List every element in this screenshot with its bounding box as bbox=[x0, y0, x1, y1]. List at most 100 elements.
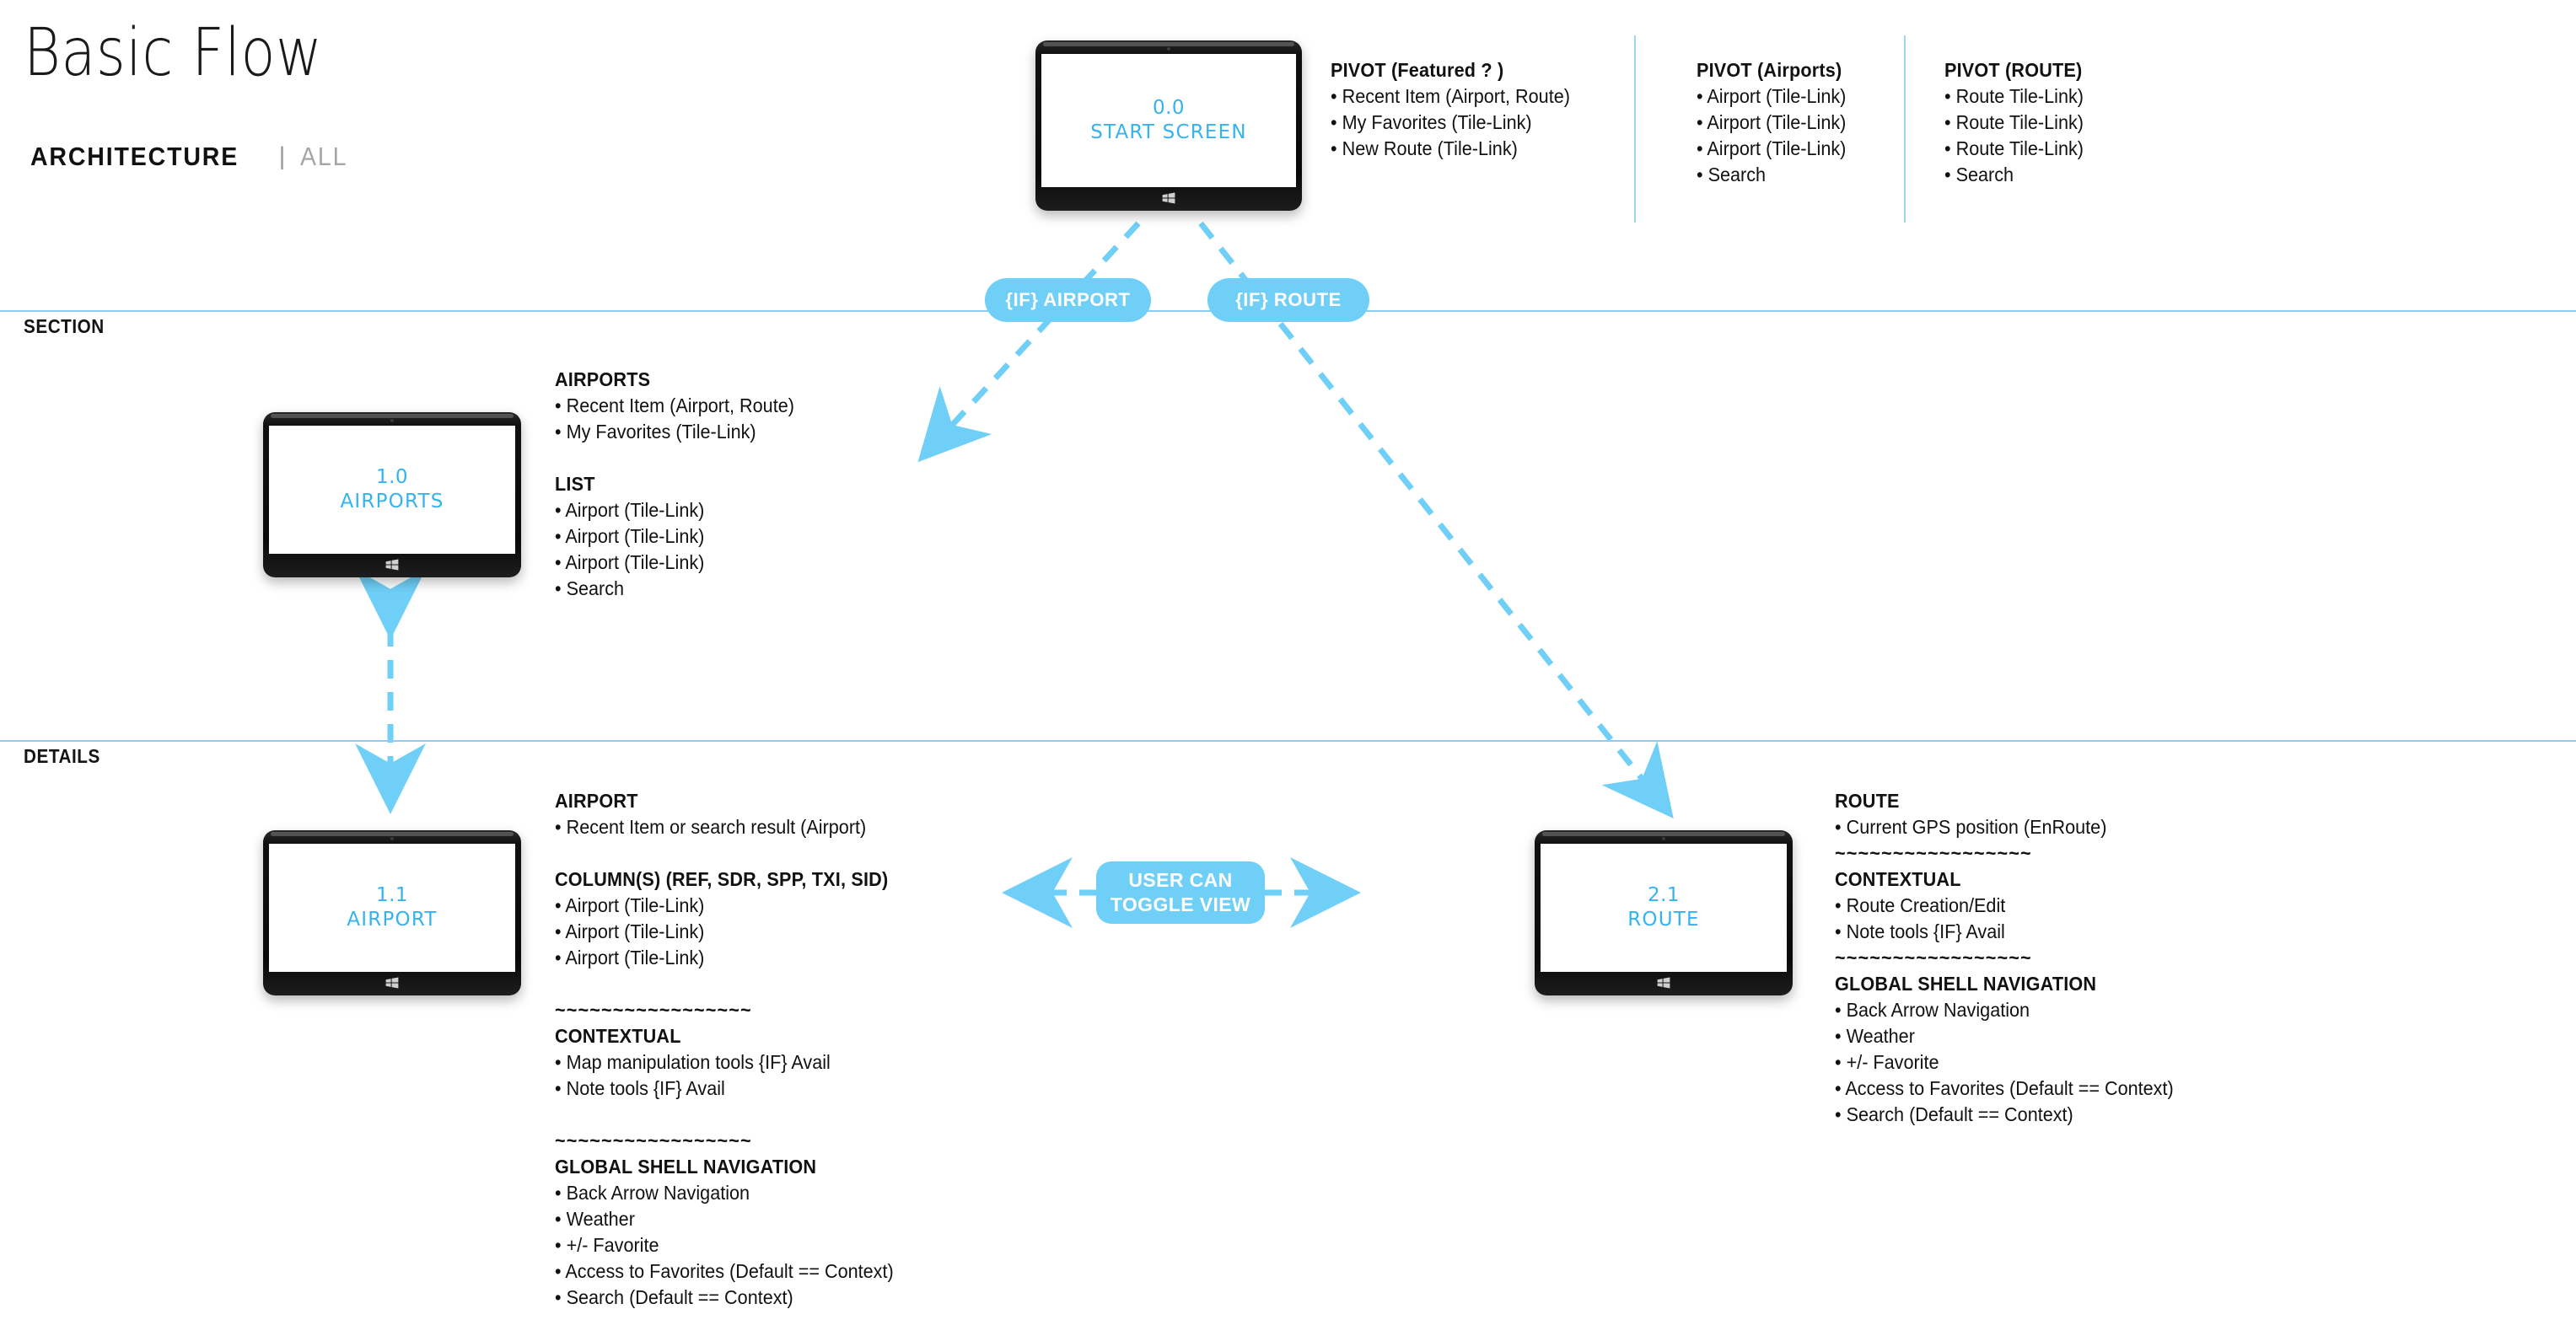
device-glare bbox=[1542, 832, 1785, 836]
airports-item: • My Favorites (Tile-Link) bbox=[555, 421, 756, 443]
airport-global-nav-item: • +/- Favorite bbox=[555, 1234, 659, 1256]
pivot-airports-item: • Search bbox=[1697, 164, 1767, 185]
windows-button-icon[interactable] bbox=[1161, 191, 1176, 205]
subtitle-all: ALL bbox=[300, 142, 348, 171]
pivot-airports-block: PIVOT (Airports) • Airport (Tile-Link) •… bbox=[1697, 57, 1856, 188]
screen-number: 0.0 bbox=[1152, 97, 1186, 120]
section-band-label: SECTION bbox=[24, 315, 105, 337]
pivot-route-heading: PIVOT (ROUTE) bbox=[1944, 59, 2083, 81]
device-glare bbox=[1043, 42, 1294, 46]
device-screen-route: 2.1 ROUTE bbox=[1540, 844, 1788, 972]
pivot-route-block: PIVOT (ROUTE) • Route Tile-Link) • Route… bbox=[1944, 57, 2093, 188]
spacer bbox=[555, 445, 809, 471]
route-contextual-item: • Note tools {IF} Avail bbox=[1835, 920, 2005, 942]
screen-name: AIRPORT bbox=[347, 909, 438, 931]
airport-global-nav-item: • Search (Default == Context) bbox=[555, 1286, 793, 1308]
camera-icon bbox=[1167, 47, 1170, 51]
screen-name: ROUTE bbox=[1627, 909, 1700, 931]
camera-icon bbox=[1662, 837, 1665, 840]
airports-list-item: • Airport (Tile-Link) bbox=[555, 499, 705, 521]
airports-list-item: • Search bbox=[555, 577, 625, 599]
airports-list-item: • Airport (Tile-Link) bbox=[555, 551, 705, 573]
route-global-nav-item: • Back Arrow Navigation bbox=[1835, 999, 2030, 1021]
windows-button-icon[interactable] bbox=[385, 558, 400, 571]
airport-contextual-item: • Note tools {IF} Avail bbox=[555, 1077, 725, 1099]
device-glare bbox=[271, 832, 514, 836]
camera-icon bbox=[390, 419, 394, 422]
camera-icon bbox=[390, 837, 394, 840]
pivot-featured-item: • New Route (Tile-Link) bbox=[1331, 137, 1518, 159]
page-title: Basic Flow bbox=[24, 15, 323, 91]
screen-name: AIRPORTS bbox=[340, 491, 444, 512]
device-glare bbox=[271, 414, 514, 418]
screen-number: 1.0 bbox=[375, 466, 409, 489]
airports-list-heading: LIST bbox=[555, 473, 595, 495]
route-heading: ROUTE bbox=[1835, 790, 1900, 812]
airports-item: • Recent Item (Airport, Route) bbox=[555, 394, 794, 416]
pill-if-airport[interactable]: {IF} AIRPORT bbox=[985, 278, 1151, 322]
pivot-featured-item: • Recent Item (Airport, Route) bbox=[1331, 85, 1570, 107]
airport-contextual-heading: CONTEXTUAL bbox=[555, 1025, 681, 1047]
device-screen-airport: 1.1 AIRPORT bbox=[268, 844, 516, 972]
details-band-label: DETAILS bbox=[24, 745, 100, 767]
route-detail-block: ROUTE • Current GPS position (EnRoute) ~… bbox=[1835, 788, 2195, 1128]
airport-item: • Recent Item or search result (Airport) bbox=[555, 816, 867, 838]
pill-if-route[interactable]: {IF} ROUTE bbox=[1207, 278, 1369, 322]
pivot-airports-item: • Airport (Tile-Link) bbox=[1697, 111, 1847, 133]
route-contextual-item: • Route Creation/Edit bbox=[1835, 894, 2006, 916]
airport-separator-1: ~~~~~~~~~~~~~~~~~ bbox=[555, 999, 752, 1021]
windows-button-icon[interactable] bbox=[1656, 976, 1671, 990]
device-start-screen[interactable]: 0.0 START SCREEN bbox=[1035, 40, 1302, 211]
route-contextual-heading: CONTEXTUAL bbox=[1835, 868, 1961, 890]
pivot-route-item: • Route Tile-Link) bbox=[1944, 111, 2084, 133]
pivot-airports-heading: PIVOT (Airports) bbox=[1697, 59, 1842, 81]
screen-number: 2.1 bbox=[1647, 884, 1681, 907]
subtitle-separator: | bbox=[278, 142, 286, 170]
airport-column-item: • Airport (Tile-Link) bbox=[555, 947, 705, 968]
device-airport[interactable]: 1.1 AIRPORT bbox=[263, 830, 521, 995]
airport-global-nav-item: • Weather bbox=[555, 1208, 635, 1230]
route-separator-2: ~~~~~~~~~~~~~~~~~ bbox=[1835, 947, 2032, 968]
airports-detail-block: AIRPORTS • Recent Item (Airport, Route) … bbox=[555, 367, 809, 602]
airport-column-item: • Airport (Tile-Link) bbox=[555, 894, 705, 916]
screen-number: 1.1 bbox=[375, 884, 409, 907]
route-global-nav-item: • Access to Favorites (Default == Contex… bbox=[1835, 1077, 2174, 1099]
spacer bbox=[555, 971, 915, 997]
pivot-featured-heading: PIVOT (Featured ? ) bbox=[1331, 59, 1504, 81]
pivot-separator-2 bbox=[1904, 35, 1906, 223]
pivot-airports-item: • Airport (Tile-Link) bbox=[1697, 85, 1847, 107]
toggle-label-line1: USER CAN bbox=[1128, 869, 1233, 891]
pivot-route-item: • Route Tile-Link) bbox=[1944, 85, 2084, 107]
airport-global-nav-item: • Back Arrow Navigation bbox=[555, 1182, 750, 1204]
device-screen-start: 0.0 START SCREEN bbox=[1041, 54, 1297, 187]
subtitle-row: ARCHITECTURE | ALL bbox=[30, 142, 352, 172]
pivot-featured-item: • My Favorites (Tile-Link) bbox=[1331, 111, 1532, 133]
details-divider bbox=[0, 740, 2576, 742]
device-route[interactable]: 2.1 ROUTE bbox=[1535, 830, 1793, 995]
screen-name: START SCREEN bbox=[1090, 121, 1247, 143]
pivot-route-item: • Search bbox=[1944, 164, 2014, 185]
arrow-start-to-airports bbox=[917, 221, 1141, 463]
route-global-nav-item: • Search (Default == Context) bbox=[1835, 1103, 2073, 1125]
airport-columns-heading: COLUMN(S) (REF, SDR, SPP, TXI, SID) bbox=[555, 868, 889, 890]
airport-heading: AIRPORT bbox=[555, 790, 638, 812]
airport-global-nav-heading: GLOBAL SHELL NAVIGATION bbox=[555, 1156, 817, 1178]
airports-heading: AIRPORTS bbox=[555, 368, 651, 390]
airport-column-item: • Airport (Tile-Link) bbox=[555, 920, 705, 942]
route-global-nav-item: • +/- Favorite bbox=[1835, 1051, 1939, 1073]
pivot-route-item: • Route Tile-Link) bbox=[1944, 137, 2084, 159]
route-separator-1: ~~~~~~~~~~~~~~~~~ bbox=[1835, 842, 2032, 864]
spacer bbox=[555, 1102, 915, 1128]
route-global-nav-item: • Weather bbox=[1835, 1025, 1915, 1047]
airports-list-item: • Airport (Tile-Link) bbox=[555, 525, 705, 547]
pill-user-can-toggle-view[interactable]: USER CAN TOGGLE VIEW bbox=[1096, 861, 1265, 924]
airport-separator-2: ~~~~~~~~~~~~~~~~~ bbox=[555, 1129, 752, 1151]
toggle-label-line2: TOGGLE VIEW bbox=[1110, 893, 1251, 915]
route-global-nav-heading: GLOBAL SHELL NAVIGATION bbox=[1835, 973, 2097, 995]
spacer bbox=[555, 840, 915, 867]
pivot-separator-1 bbox=[1634, 35, 1636, 223]
airport-global-nav-item: • Access to Favorites (Default == Contex… bbox=[555, 1260, 894, 1282]
device-airports[interactable]: 1.0 AIRPORTS bbox=[263, 412, 521, 577]
windows-button-icon[interactable] bbox=[385, 976, 400, 990]
